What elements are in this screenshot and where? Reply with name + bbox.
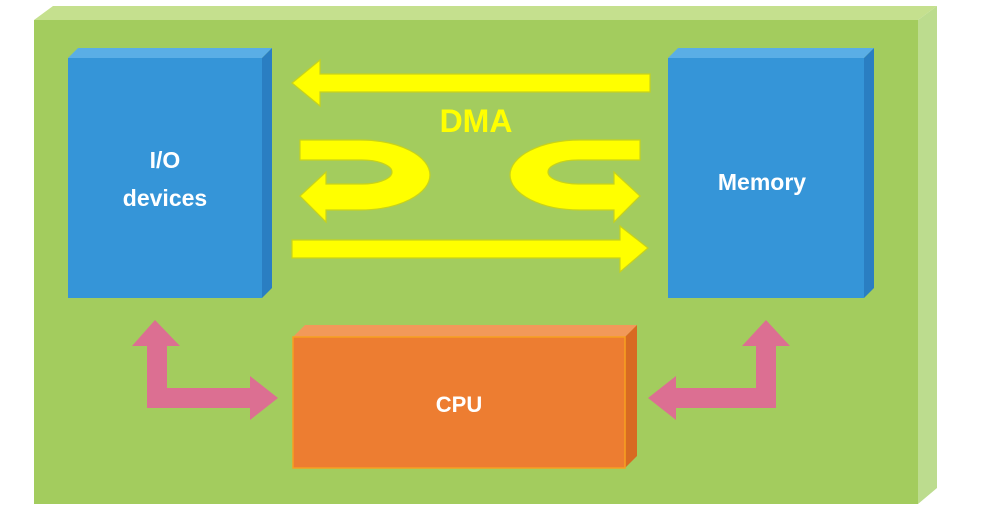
elbow-arrow-memory-cpu-icon <box>648 320 790 420</box>
cpu-box: CPU <box>292 325 637 469</box>
u-turn-left-icon <box>299 139 431 224</box>
cpu-box-side <box>625 325 637 468</box>
memory-box-label: Memory <box>718 169 806 195</box>
memory-box-side <box>864 48 874 298</box>
arrow-right-icon <box>291 224 649 274</box>
io-box-label-line2: devices <box>123 185 207 211</box>
dma-arrows: DMA <box>291 58 651 274</box>
io-box-front <box>68 58 262 298</box>
cpu-box-top <box>293 325 637 337</box>
cpu-arrows <box>132 320 790 420</box>
memory-box-top <box>668 48 874 58</box>
io-box-side <box>262 48 272 298</box>
board-side-face <box>918 6 937 504</box>
cpu-box-label: CPU <box>436 392 482 417</box>
elbow-arrow-io-cpu-icon <box>132 320 278 420</box>
io-box-top <box>68 48 272 58</box>
board-top-face <box>34 6 937 20</box>
u-turn-right-icon <box>509 139 641 224</box>
cpu-box-front <box>292 336 626 469</box>
io-box-label-line1: I/O <box>150 147 181 173</box>
io-devices-box: I/O devices <box>68 48 272 298</box>
memory-box: Memory <box>668 48 874 298</box>
memory-box-front <box>668 58 864 298</box>
arrow-left-icon <box>291 58 651 108</box>
dma-label: DMA <box>440 103 513 139</box>
